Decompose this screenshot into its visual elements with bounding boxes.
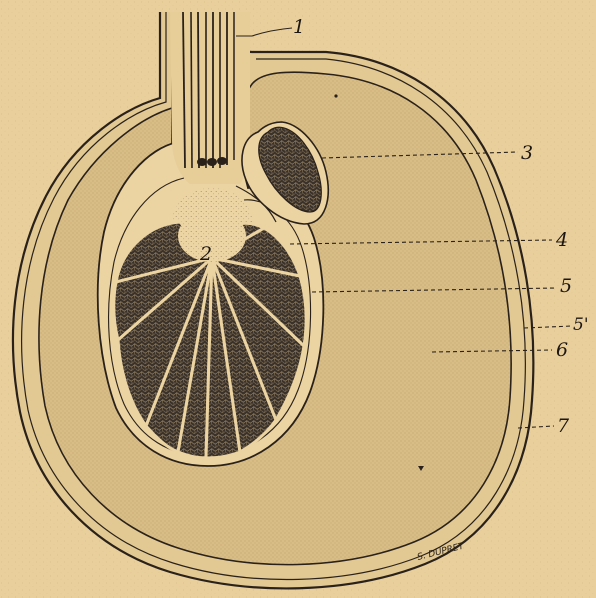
label-6: 6 (556, 339, 568, 361)
label-5-prime: 5' (573, 315, 589, 335)
label-3: 3 (521, 142, 533, 164)
label-4: 4 (555, 229, 568, 251)
spermatic-cord (170, 12, 250, 184)
label-1: 1 (293, 16, 305, 38)
label-2: 2 (199, 243, 212, 265)
cavity-dot (334, 94, 337, 97)
label-7: 7 (557, 415, 570, 437)
label-5: 5 (560, 275, 572, 297)
